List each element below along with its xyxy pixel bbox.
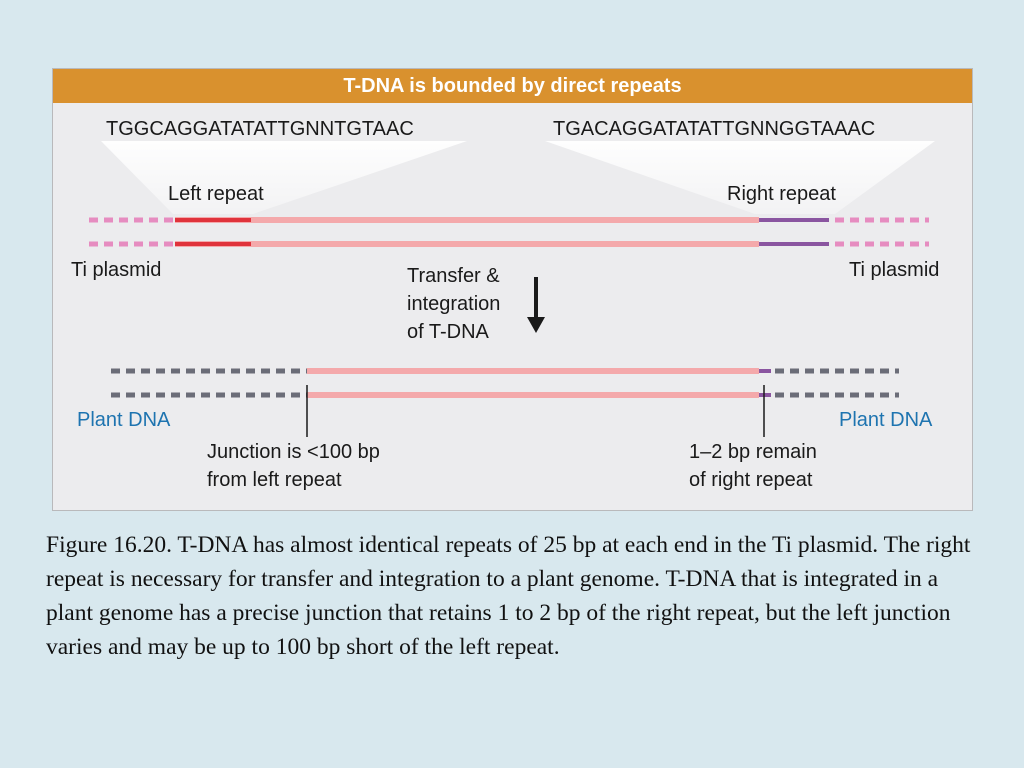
right-junction-note-line: 1–2 bp remain xyxy=(689,441,817,463)
right-junction-note-line: of right repeat xyxy=(689,469,813,491)
transfer-label: Transfer & integration of T-DNA xyxy=(407,265,506,343)
ti-plasmid-label-right: Ti plasmid xyxy=(849,259,939,281)
tdna-diagram: TGGCAGGATATATTGNNTGTAAC TGACAGGATATATTGN… xyxy=(71,118,939,491)
figure-caption: Figure 16.20. T-DNA has almost identical… xyxy=(46,532,971,660)
right-repeat-zoom-wedge xyxy=(545,141,935,214)
down-arrow-icon xyxy=(527,277,545,333)
left-junction-note-line: from left repeat xyxy=(207,469,342,491)
right-repeat-sequence: TGACAGGATATATTGNNGGTAAAC xyxy=(553,118,875,140)
left-repeat-sequence: TGGCAGGATATATTGNNTGTAAC xyxy=(106,118,414,140)
figure-panel: TGGCAGGATATATTGNNTGTAAC TGACAGGATATATTGN… xyxy=(52,68,973,511)
plant-dna-label-right: Plant DNA xyxy=(839,409,933,431)
left-repeat-label: Left repeat xyxy=(168,183,264,205)
left-junction-note: Junction is <100 bp from left repeat xyxy=(207,441,385,491)
right-repeat-label: Right repeat xyxy=(727,183,836,205)
left-junction-note-line: Junction is <100 bp xyxy=(207,441,380,463)
plant-dna-label-left: Plant DNA xyxy=(77,409,171,431)
transfer-label-line: integration xyxy=(407,293,500,315)
transfer-label-line: of T-DNA xyxy=(407,321,490,343)
transfer-label-line: Transfer & xyxy=(407,265,500,287)
ti-plasmid-label-left: Ti plasmid xyxy=(71,259,161,281)
left-repeat-zoom-wedge xyxy=(101,141,467,214)
figure-title: T-DNA is bounded by direct repeats xyxy=(53,69,972,103)
right-junction-note: 1–2 bp remain of right repeat xyxy=(689,441,822,491)
